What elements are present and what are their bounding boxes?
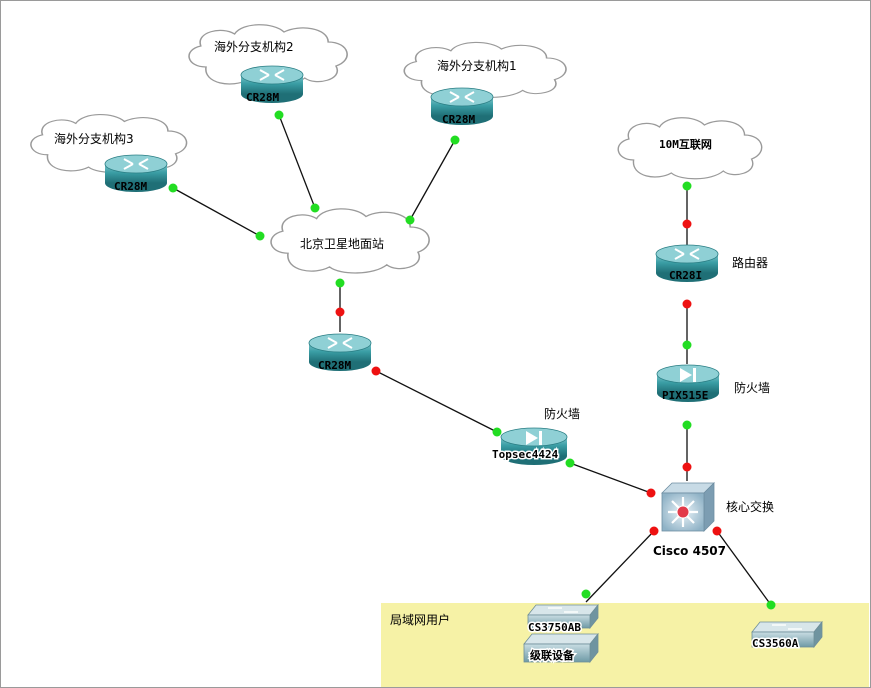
switch-arrows-icon <box>772 624 802 630</box>
cloud-internet-label: 10M互联网 <box>659 137 712 151</box>
router-arrows-icon <box>123 158 149 170</box>
firewall-arrow-icon <box>526 431 542 445</box>
status-dot-down <box>646 488 656 498</box>
status-dot-down <box>649 526 659 536</box>
switch-3750[interactable]: CS3750AB <box>527 603 599 636</box>
status-dot-down <box>682 462 692 472</box>
firewall-pix-role: 防火墙 <box>734 380 770 395</box>
link-status-dots <box>168 110 776 610</box>
router-internet-label: CR28I <box>669 269 702 282</box>
switch-3560-label: CS3560A <box>752 637 799 650</box>
status-dot-up <box>581 589 591 599</box>
link-core-3750 <box>585 530 655 603</box>
firewall-topsec-label: Topsec4424 <box>492 448 559 461</box>
core-switch-label: Cisco 4507 <box>653 544 726 558</box>
router-overseas1[interactable]: CR28M <box>430 87 494 126</box>
router-overseas2-label: CR28M <box>246 91 279 104</box>
router-arrows-icon <box>327 337 353 349</box>
status-dot-up <box>766 600 776 610</box>
router-arrows-icon <box>449 91 475 103</box>
cloud-overseas3-label: 海外分支机构3 <box>54 131 134 146</box>
switch-3560[interactable]: CS3560A <box>751 620 823 652</box>
link-o2-bj <box>278 114 316 209</box>
status-dot-up <box>335 278 345 288</box>
firewall-topsec-role: 防火墙 <box>544 406 580 421</box>
router-arrows-icon <box>259 69 285 81</box>
firewall-pix[interactable]: PIX515E <box>656 364 720 402</box>
link-o1-bj <box>409 139 456 221</box>
core-switch[interactable] <box>661 482 715 532</box>
links <box>172 114 772 606</box>
router-beijing[interactable]: CR28M <box>308 333 372 372</box>
status-dot-up <box>168 183 178 193</box>
switch-arrows-icon <box>548 607 578 613</box>
status-dot-down <box>335 307 345 317</box>
status-dot-up <box>492 427 502 437</box>
switch-cascade[interactable]: 级联设备 <box>523 632 599 664</box>
cloud-beijing: 北京卫星地面站 <box>270 208 430 274</box>
status-dot-up <box>565 458 575 468</box>
status-dot-up <box>682 340 692 350</box>
lan-users-label: 局域网用户 <box>390 612 450 627</box>
cloud-internet: 10M互联网 <box>617 117 763 180</box>
core-switch-role: 核心交换 <box>726 499 774 514</box>
link-router-topsec <box>375 370 498 433</box>
status-dot-up <box>310 203 320 213</box>
link-core-3560 <box>716 530 772 606</box>
link-o3-bj <box>172 187 261 237</box>
router-overseas1-label: CR28M <box>442 113 475 126</box>
status-dot-down <box>712 526 722 536</box>
status-dot-up <box>255 231 265 241</box>
status-dot-down <box>371 366 381 376</box>
cloud-overseas1: 海外分支机构1 <box>403 41 567 99</box>
cloud-overseas2: 海外分支机构2 <box>188 23 348 87</box>
firewall-topsec[interactable]: Topsec4424 <box>491 427 568 465</box>
link-topsec-core <box>569 462 652 494</box>
status-dot-up <box>682 181 692 191</box>
firewall-pix-label: PIX515E <box>662 389 708 402</box>
router-internet-role: 路由器 <box>732 255 768 270</box>
status-dot-down <box>682 219 692 229</box>
status-dot-down <box>682 299 692 309</box>
router-internet[interactable]: CR28I <box>655 244 719 282</box>
router-overseas2[interactable]: CR28M <box>240 65 304 104</box>
switch-3750-label: CS3750AB <box>528 621 581 634</box>
router-overseas3-label: CR28M <box>114 180 147 193</box>
status-dot-up <box>274 110 284 120</box>
cloud-overseas2-label: 海外分支机构2 <box>214 39 294 54</box>
cloud-overseas3: 海外分支机构3 <box>30 113 188 174</box>
cloud-beijing-label: 北京卫星地面站 <box>300 237 384 251</box>
router-overseas3[interactable]: CR28M <box>104 154 168 193</box>
firewall-arrow-icon <box>680 368 696 382</box>
status-dot-up <box>450 135 460 145</box>
switch-cascade-label: 级联设备 <box>529 648 575 662</box>
cloud-overseas1-label: 海外分支机构1 <box>437 58 517 73</box>
status-dot-up <box>405 215 415 225</box>
router-arrows-icon <box>674 248 700 260</box>
router-beijing-label: CR28M <box>318 359 351 372</box>
status-dot-up <box>682 420 692 430</box>
